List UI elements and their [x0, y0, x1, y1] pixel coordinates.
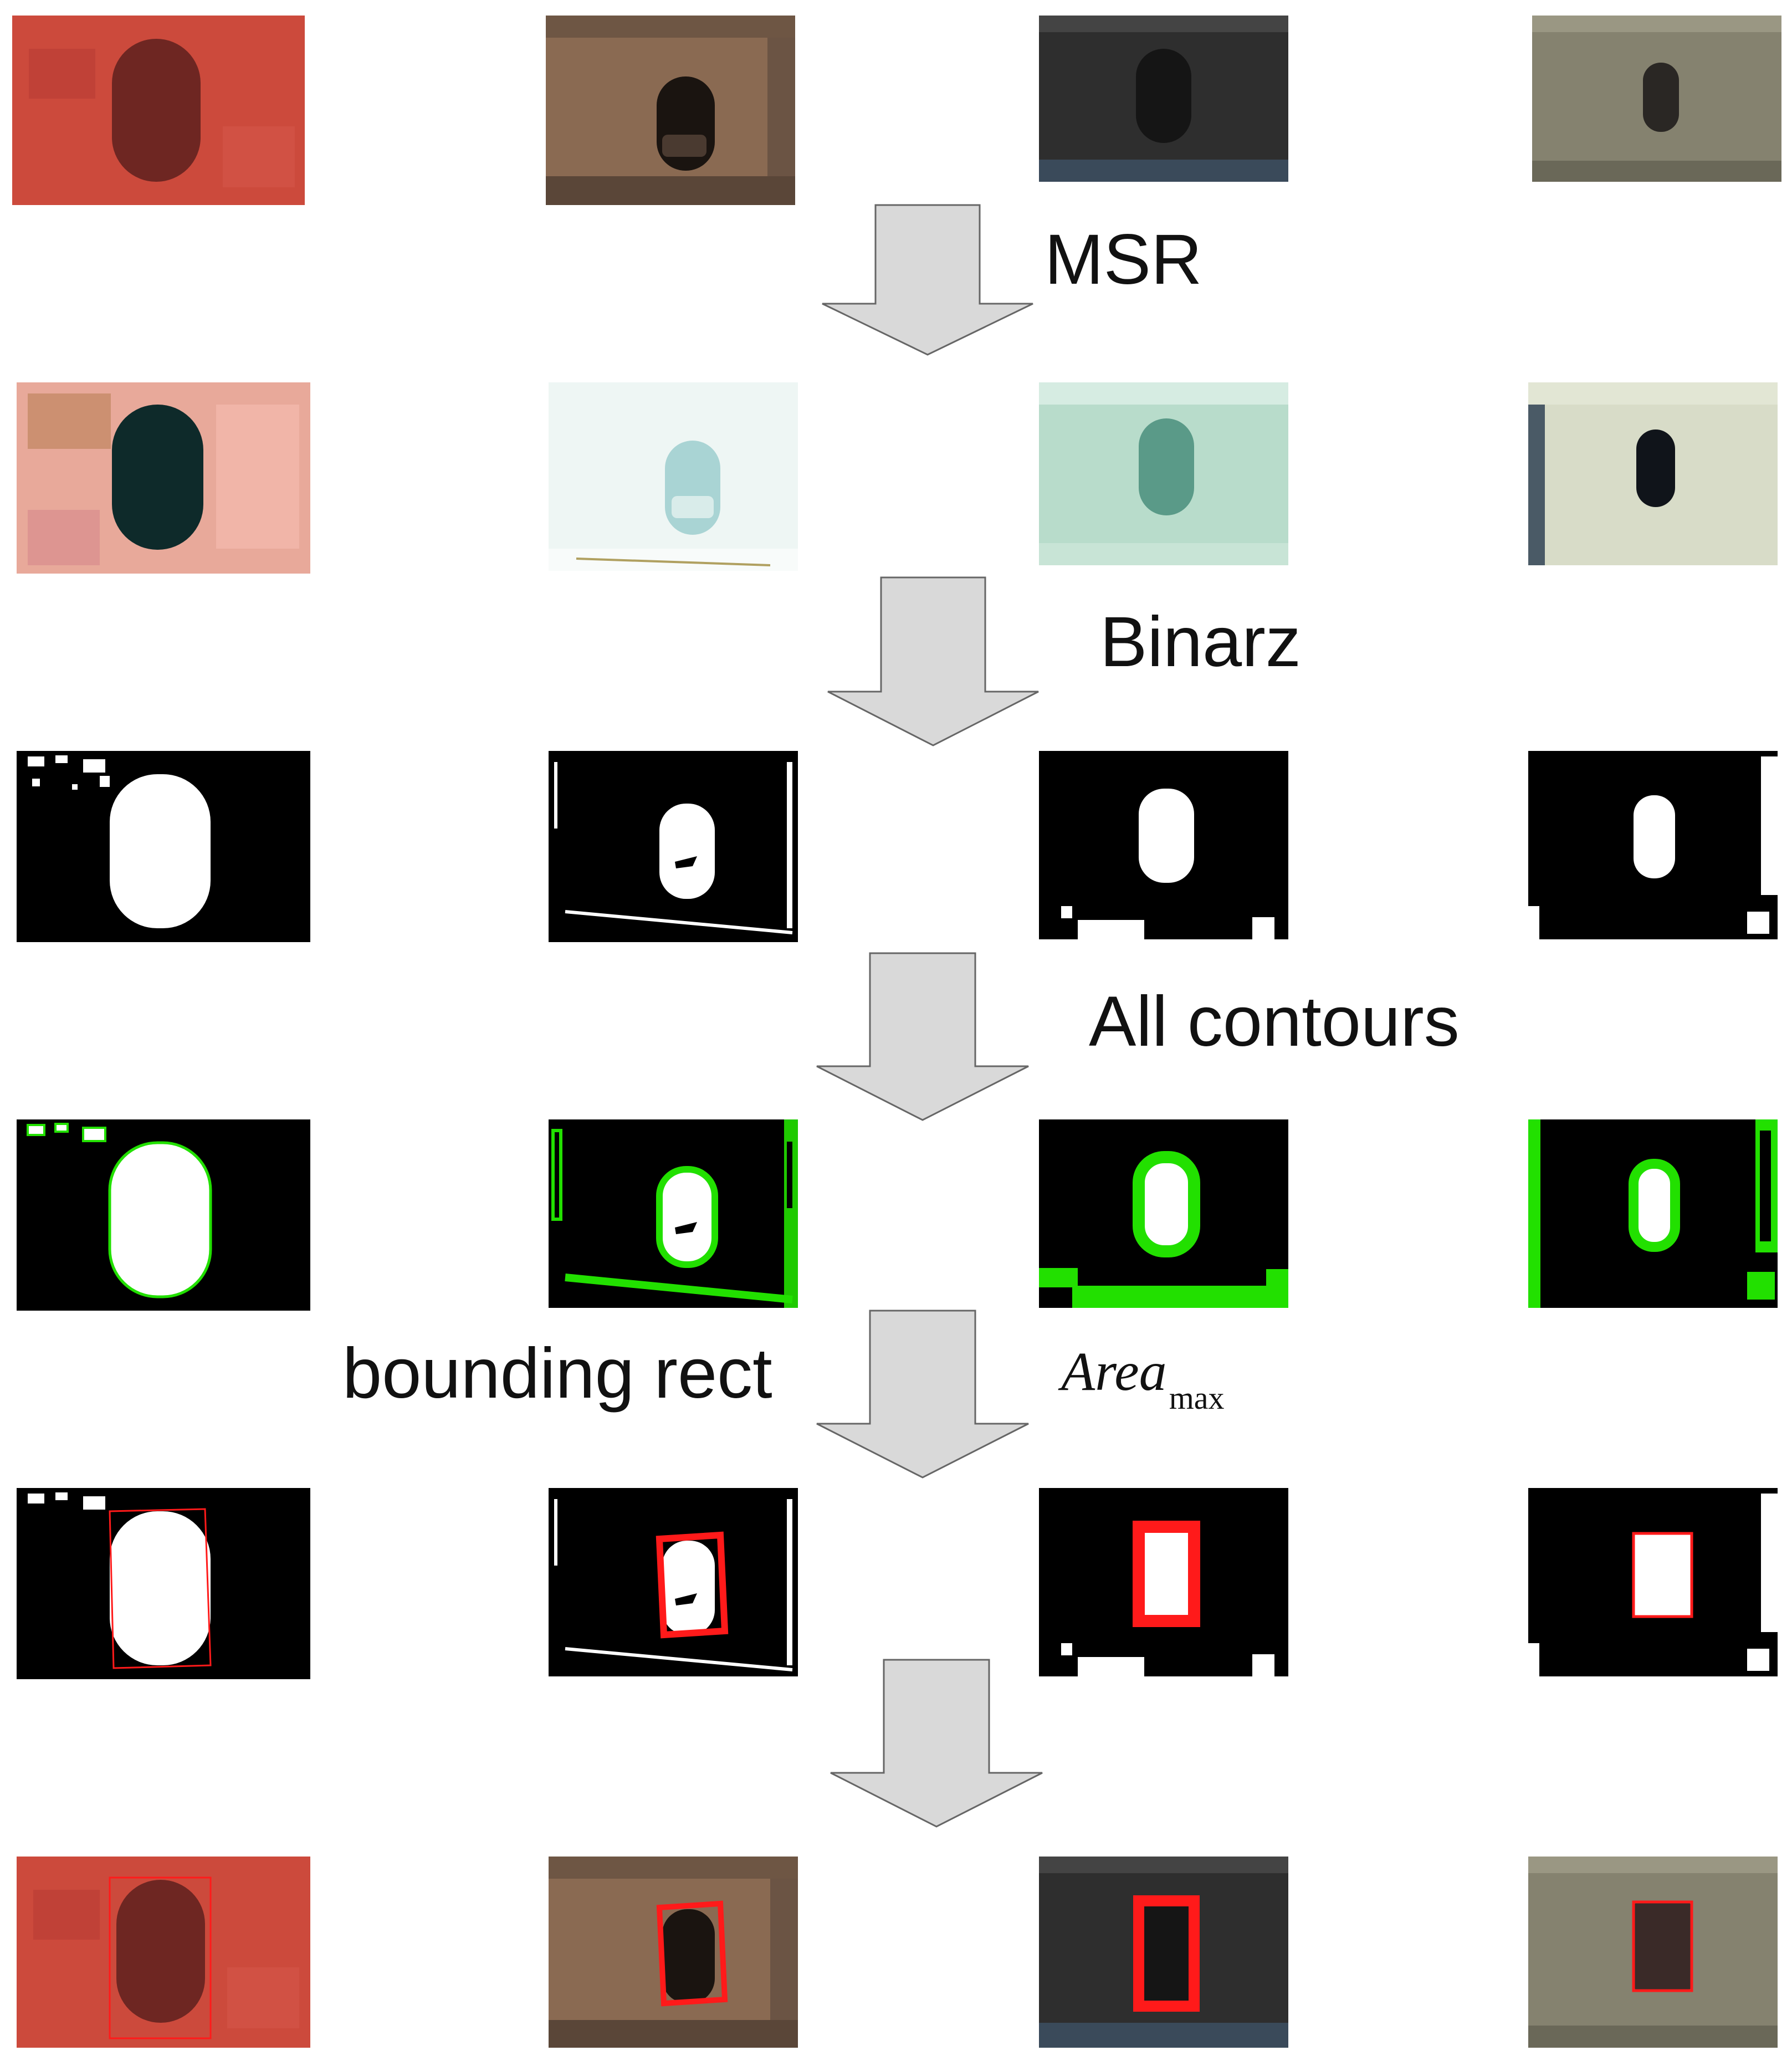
- step-label-msr: MSR: [1045, 220, 1202, 299]
- original-image-3: [1039, 16, 1288, 182]
- result-image-4: [1528, 1857, 1778, 2048]
- step-label-bounding-rect: bounding rect: [342, 1334, 772, 1413]
- bbox-binary-image-2: [549, 1488, 798, 1676]
- msr-image-1: [17, 382, 310, 574]
- down-arrow-icon: [828, 1659, 1045, 1828]
- down-arrow-icon: [820, 204, 1035, 356]
- msr-image-3: [1039, 382, 1288, 565]
- contour-image-2: [549, 1119, 798, 1308]
- area-main-text: Area: [1061, 1341, 1167, 1402]
- original-image-2: [546, 16, 795, 205]
- step-label-all-contours: All contours: [1089, 982, 1460, 1061]
- area-max-label: Areamax: [1061, 1341, 1225, 1414]
- msr-image-2: [549, 382, 798, 571]
- binary-image-3: [1039, 751, 1288, 939]
- down-arrow-icon: [815, 952, 1031, 1122]
- binary-image-2: [549, 751, 798, 942]
- down-arrow-icon: [826, 576, 1041, 747]
- binary-image-1: [17, 751, 310, 942]
- result-image-2: [549, 1857, 798, 2048]
- binary-image-4: [1528, 751, 1778, 939]
- bbox-binary-image-4: [1528, 1488, 1778, 1676]
- contour-image-4: [1528, 1119, 1778, 1308]
- bbox-binary-image-3: [1039, 1488, 1288, 1676]
- contour-image-3: [1039, 1119, 1288, 1308]
- original-image-1: [12, 16, 305, 205]
- msr-image-4: [1528, 382, 1778, 565]
- result-image-1: [17, 1857, 310, 2048]
- down-arrow-icon: [815, 1310, 1031, 1479]
- original-image-4: [1532, 16, 1781, 182]
- step-label-binarz: Binarz: [1100, 602, 1301, 682]
- result-image-3: [1039, 1857, 1288, 2048]
- contour-image-1: [17, 1119, 310, 1311]
- bbox-binary-image-1: [17, 1488, 310, 1679]
- area-subscript: max: [1169, 1380, 1225, 1416]
